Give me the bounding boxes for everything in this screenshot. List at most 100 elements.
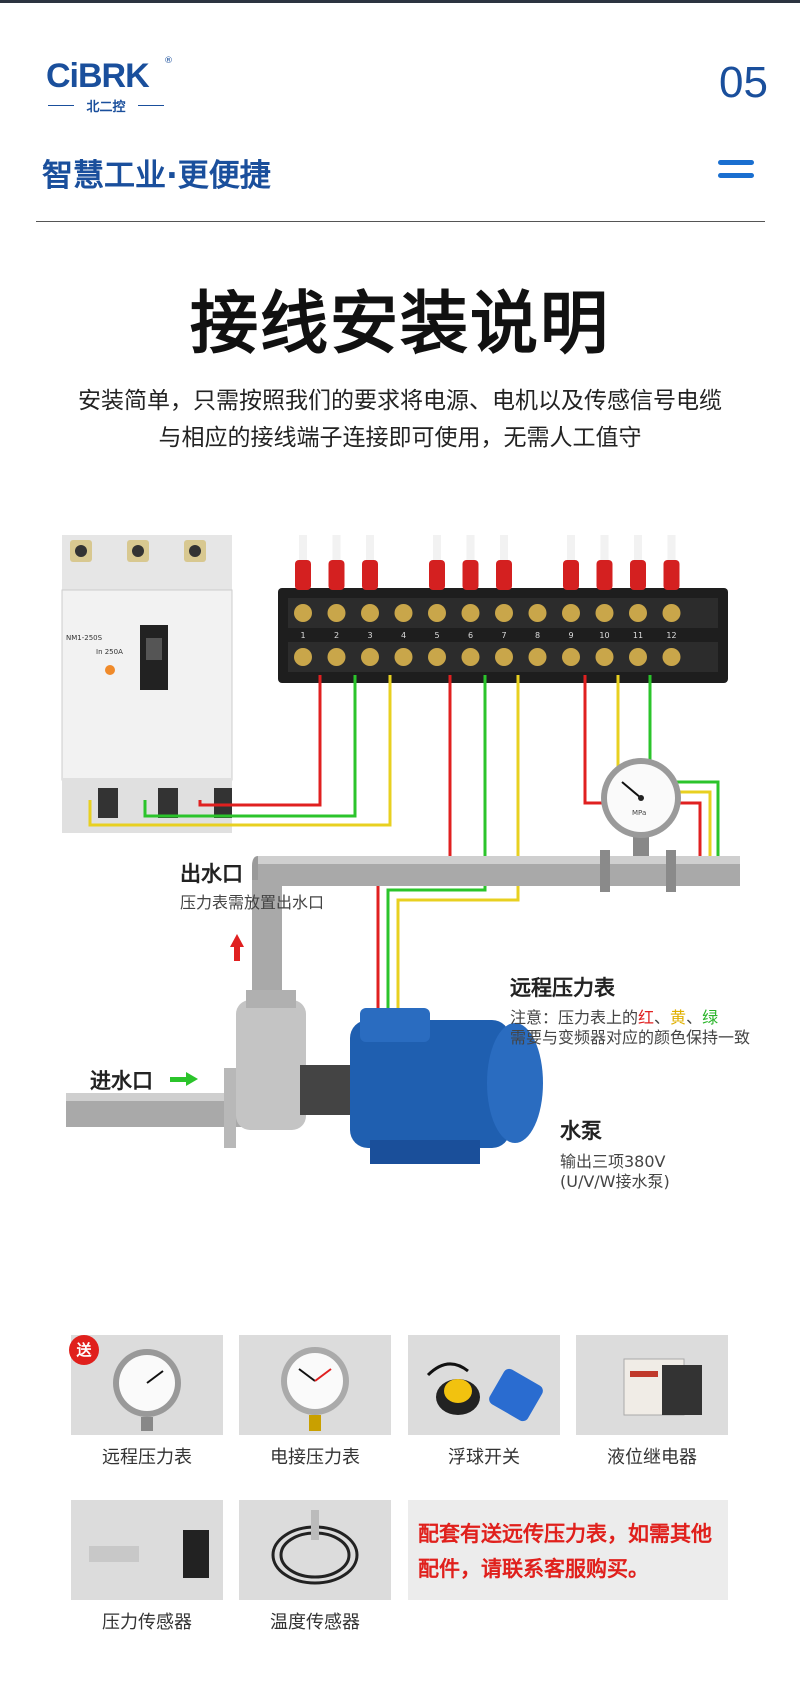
inlet-arrow-shaft	[170, 1077, 186, 1082]
cable-lug-wire	[299, 535, 307, 565]
terminal-screw	[495, 648, 513, 666]
accessory-float-switch[interactable]	[408, 1335, 560, 1435]
gift-badge: 送	[69, 1335, 99, 1365]
cable-lug-wire	[433, 535, 441, 565]
cable-lug-wire	[466, 535, 475, 565]
outlet-arrow-icon	[230, 934, 244, 947]
note-red: 红	[638, 1008, 655, 1027]
outlet-note: 压力表需放置出水口	[180, 893, 325, 912]
terminal-number: 6	[468, 631, 473, 640]
terminal-screw	[294, 604, 312, 622]
temperature-sensor-icon	[271, 1510, 359, 1585]
terminal-screw	[629, 604, 647, 622]
accessory-pressure-sensor[interactable]	[71, 1500, 223, 1600]
water-pump	[236, 990, 543, 1164]
breaker-rating: In 250A	[96, 648, 123, 656]
terminal-screw	[495, 604, 513, 622]
accessory-contact-gauge[interactable]	[239, 1335, 391, 1435]
note-yellow: 黄	[670, 1008, 687, 1027]
inlet-pipe	[66, 1068, 246, 1148]
remote-gauge-note-2: 需要与变频器对应的颜色保持一致	[510, 1028, 751, 1047]
terminal-screw	[461, 648, 480, 666]
cable-lug	[563, 560, 579, 590]
terminal-screw	[662, 648, 681, 666]
brand-subtitle: 北二控	[46, 96, 166, 115]
note-prefix: 注意：压力表上的	[510, 1008, 639, 1027]
cable-lug	[328, 560, 345, 590]
accessory-label: 电接压力表	[270, 1447, 360, 1468]
terminal-number: 11	[633, 631, 643, 640]
outlet-title: 出水口	[180, 862, 243, 886]
terminal-screw	[562, 604, 580, 622]
terminal-screw	[394, 648, 413, 666]
note-green: 绿	[702, 1008, 719, 1027]
brand-logo: CiBRK ® 北二控	[46, 56, 176, 115]
accessory-label: 温度传感器	[270, 1612, 360, 1633]
outlet-pipe	[252, 850, 740, 990]
terminal-screw	[595, 648, 614, 666]
accessory-label: 压力传感器	[102, 1612, 192, 1633]
remote-gauge	[601, 758, 681, 856]
cable-lug-wire	[500, 535, 508, 565]
terminal-screw	[528, 604, 547, 622]
note-sep-1: 、	[654, 1008, 671, 1027]
terminal-screw	[528, 648, 547, 666]
terminal-screw	[428, 604, 446, 622]
breaker-model: NM1-250S	[66, 634, 103, 642]
accessory-note: 配套有送远传压力表，如需其他配件，请联系客服购买。	[418, 1522, 712, 1581]
terminal-screw	[327, 604, 346, 622]
accessory-level-relay[interactable]	[576, 1335, 728, 1435]
terminal-number: 3	[367, 631, 372, 640]
terminal-screw	[294, 648, 312, 666]
cable-lug-wire	[600, 535, 609, 565]
terminal-number: 2	[334, 631, 339, 640]
cable-lug	[596, 560, 613, 590]
terminal-screw	[662, 604, 681, 622]
pump-note-2: (U/V/W接水泵)	[560, 1172, 670, 1191]
circuit-breaker	[61, 535, 233, 833]
cable-lug	[362, 560, 378, 590]
outlet-arrow-shaft	[234, 947, 240, 961]
registered-mark: ®	[164, 56, 173, 66]
remote-gauge-title: 远程压力表	[510, 976, 615, 1000]
slogan: 智慧工业·更便捷	[42, 158, 271, 194]
inlet-arrow-icon	[186, 1072, 198, 1086]
accessory-label: 浮球开关	[448, 1447, 520, 1468]
cable-lug	[295, 560, 311, 590]
intro-text: 安装简单，只需按照我们的要求将电源、电机以及传感信号电缆 与相应的接线端子连接即…	[40, 383, 760, 457]
contact-pressure-gauge-icon	[281, 1347, 349, 1431]
terminal-number: 4	[401, 631, 406, 640]
cable-lug-wire	[332, 535, 341, 565]
gauge-unit: MPa	[632, 809, 646, 817]
float-switch-icon	[426, 1362, 543, 1422]
top-border	[0, 0, 800, 3]
pump-note-1: 输出三项380V	[560, 1152, 666, 1171]
terminal-screw	[428, 648, 446, 666]
terminal-number: 5	[434, 631, 439, 640]
intro-line-1: 安装简单，只需按照我们的要求将电源、电机以及传感信号电缆	[78, 388, 722, 414]
pump-title: 水泵	[560, 1119, 602, 1143]
cable-lug	[429, 560, 445, 590]
terminal-screw	[562, 648, 580, 666]
page-title: 接线安装说明	[189, 285, 610, 364]
pressure-gauge-icon	[113, 1349, 181, 1431]
terminal-screw	[394, 604, 413, 622]
remote-gauge-note: 注意：压力表上的红、黄、绿	[510, 1008, 718, 1028]
accessory-temperature-sensor[interactable]	[239, 1500, 391, 1600]
accessory-label: 远程压力表	[102, 1447, 192, 1468]
cable-lug-wire	[567, 535, 575, 565]
header-divider	[36, 221, 765, 222]
terminal-lugs	[295, 535, 680, 590]
terminal-screw	[361, 604, 379, 622]
terminal-number: 10	[599, 631, 609, 640]
level-relay-icon	[623, 1358, 702, 1416]
menu-icon[interactable]	[718, 160, 754, 186]
terminal-number: 1	[300, 631, 305, 640]
intro-line-2: 与相应的接线端子连接即可使用，无需人工值守	[158, 425, 642, 451]
terminal-screw	[595, 604, 614, 622]
cable-lug	[496, 560, 512, 590]
terminal-screw	[361, 648, 379, 666]
